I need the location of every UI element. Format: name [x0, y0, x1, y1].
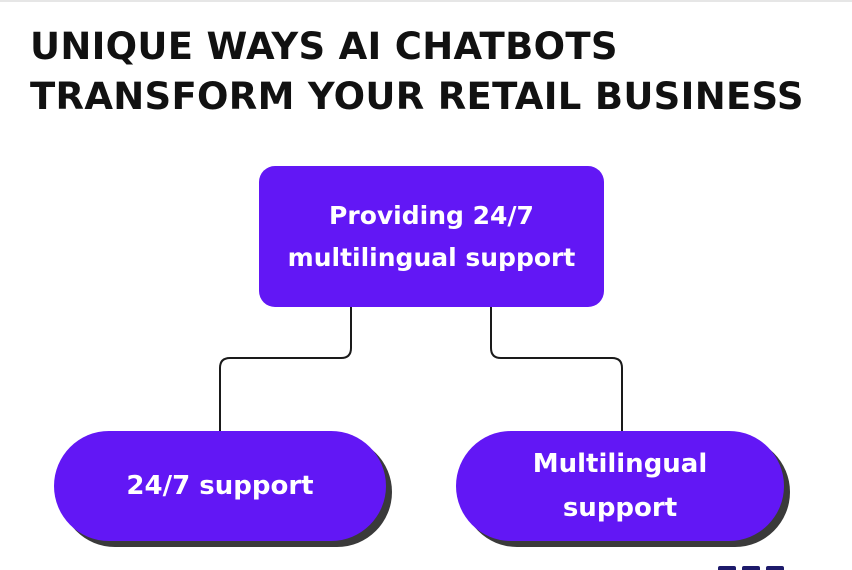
brand-logo-fragment: [718, 560, 798, 570]
top-divider: [0, 0, 852, 2]
logo-mark: [766, 566, 784, 570]
root-node: Providing 24/7 multilingual support: [259, 166, 604, 307]
child-node-multilingual-support: Multilingual support: [456, 431, 784, 541]
connector-left: [219, 307, 352, 431]
child-node-247-support: 24/7 support: [54, 431, 386, 541]
title-line-2: TRANSFORM YOUR RETAIL BUSINESS: [30, 75, 804, 118]
child-node-label: Multilingual support: [532, 449, 708, 523]
connector-right: [490, 307, 623, 431]
logo-mark: [742, 566, 760, 570]
logo-mark: [718, 566, 736, 570]
root-node-label: Providing 24/7 multilingual support: [287, 200, 576, 272]
title-line-1: UNIQUE WAYS AI CHATBOTS: [30, 25, 618, 68]
page-title: UNIQUE WAYS AI CHATBOTS TRANSFORM YOUR R…: [30, 22, 830, 122]
child-node-label: 24/7 support: [126, 471, 314, 501]
